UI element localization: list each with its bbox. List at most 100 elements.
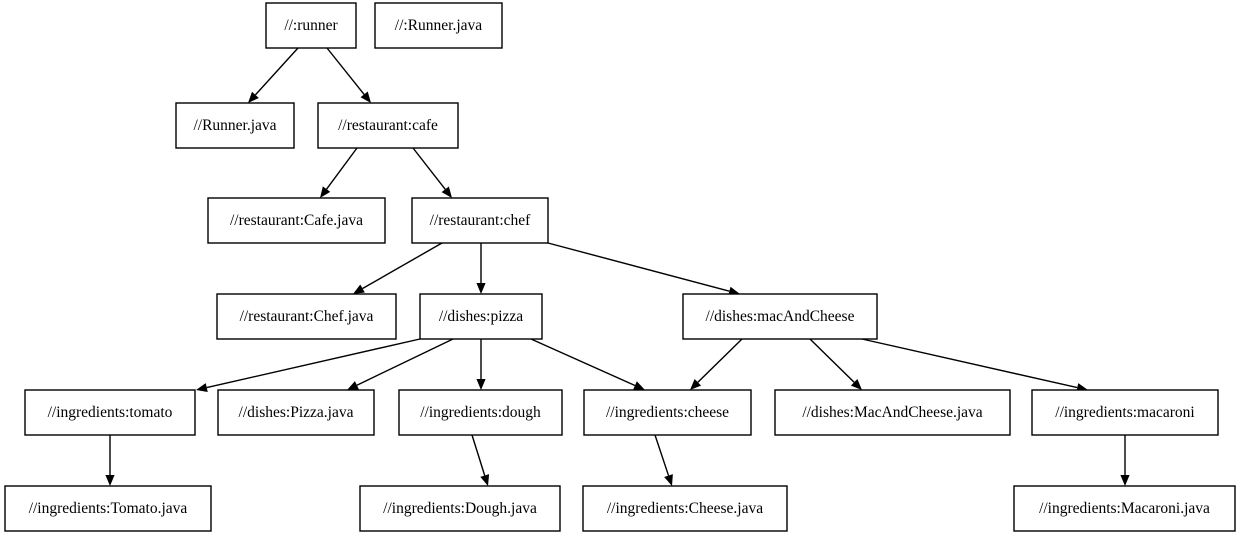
node-box[interactable] xyxy=(774,389,1011,436)
edge-arrowhead xyxy=(196,383,208,393)
node-box[interactable] xyxy=(265,2,357,49)
edge-line xyxy=(547,242,730,292)
edge-line xyxy=(254,47,299,96)
edge-line xyxy=(861,338,1078,389)
graph-node-tomato_java[interactable]: //ingredients:Tomato.java xyxy=(4,485,212,532)
graph-edge xyxy=(353,242,443,294)
node-box[interactable] xyxy=(374,2,503,49)
node-label: //ingredients:Tomato.java xyxy=(29,500,188,517)
edge-arrowhead xyxy=(105,475,115,486)
edge-arrowhead xyxy=(441,186,452,198)
graph-node-cafe_java[interactable]: //restaurant:Cafe.java xyxy=(207,197,386,244)
edge-line xyxy=(809,338,855,383)
edge-arrowhead xyxy=(476,283,486,294)
graph-node-macaroni_java[interactable]: //ingredients:Macaroni.java xyxy=(1013,485,1236,532)
graph-node-dishes_mac[interactable]: //dishes:macAndCheese xyxy=(682,293,878,340)
graph-edge xyxy=(326,47,371,103)
graph-node-ing_macaroni[interactable]: //ingredients:macaroni xyxy=(1031,389,1219,436)
node-label: //restaurant:Chef.java xyxy=(240,308,374,325)
graph-node-restaurant_cafe[interactable]: //restaurant:cafe xyxy=(317,102,459,149)
node-box[interactable] xyxy=(217,389,375,436)
node-label: //ingredients:dough xyxy=(420,404,541,421)
node-label: //dishes:macAndCheese xyxy=(706,308,855,325)
graph-node-ing_cheese[interactable]: //ingredients:cheese xyxy=(583,389,752,436)
node-label: //:Runner.java xyxy=(395,17,483,34)
graph-edge xyxy=(690,338,743,390)
graph-edge xyxy=(476,339,486,390)
graph-edge xyxy=(547,242,740,296)
node-label: //ingredients:Dough.java xyxy=(383,500,537,517)
graph-node-chef_java[interactable]: //restaurant:Chef.java xyxy=(216,293,397,340)
edge-arrowhead xyxy=(664,474,673,486)
node-box[interactable] xyxy=(216,293,397,340)
node-label: //ingredients:tomato xyxy=(48,404,173,421)
edge-arrowhead xyxy=(480,474,490,486)
node-label: //dishes:MacAndCheese.java xyxy=(802,404,982,421)
node-label: //restaurant:Cafe.java xyxy=(230,212,363,229)
edge-line xyxy=(654,434,670,476)
node-box[interactable] xyxy=(582,485,788,532)
graph-node-dishes_pizza[interactable]: //dishes:pizza xyxy=(419,293,543,340)
edge-line xyxy=(356,338,454,386)
graph-node-runner[interactable]: //:runner xyxy=(265,2,357,49)
nodes-layer: //:runner //:Runner.java //Runner.java //re… xyxy=(4,2,1236,532)
graph-node-mac_java[interactable]: //dishes:MacAndCheese.java xyxy=(774,389,1011,436)
graph-edge xyxy=(654,434,673,486)
edge-line xyxy=(206,338,421,389)
graph-edge xyxy=(476,243,486,294)
node-box[interactable] xyxy=(419,293,543,340)
graph-node-pizza_java[interactable]: //dishes:Pizza.java xyxy=(217,389,375,436)
node-label: //ingredients:Macaroni.java xyxy=(1039,500,1210,517)
edge-arrowhead xyxy=(360,91,371,103)
edge-arrowhead xyxy=(1120,475,1130,486)
node-label: //ingredients:cheese xyxy=(606,404,729,421)
graph-node-ing_tomato[interactable]: //ingredients:tomato xyxy=(24,389,196,436)
graph-edge xyxy=(809,338,862,390)
edge-line xyxy=(362,242,443,290)
graph-node-dough_java[interactable]: //ingredients:Dough.java xyxy=(359,485,561,532)
graph-node-runner_java_root[interactable]: //:Runner.java xyxy=(374,2,503,49)
node-label: //:runner xyxy=(284,17,338,34)
edge-line xyxy=(412,147,446,190)
graph-edge xyxy=(530,338,645,390)
node-box[interactable] xyxy=(411,197,549,244)
node-box[interactable] xyxy=(398,389,563,436)
edge-line xyxy=(471,434,486,476)
edge-line xyxy=(530,338,636,387)
node-label: //ingredients:macaroni xyxy=(1055,404,1195,421)
graph-edge xyxy=(1120,435,1130,486)
graph-edge xyxy=(105,435,115,486)
edge-arrowhead xyxy=(633,381,645,390)
edge-line xyxy=(325,147,358,190)
node-label: //ingredients:Cheese.java xyxy=(607,500,763,517)
edge-line xyxy=(697,338,743,383)
node-box[interactable] xyxy=(24,389,196,436)
node-label: //restaurant:chef xyxy=(430,212,532,229)
graph-edge xyxy=(471,434,490,486)
graph-edge xyxy=(412,147,452,198)
edge-arrowhead xyxy=(248,91,259,103)
node-box[interactable] xyxy=(359,485,561,532)
edge-line xyxy=(326,47,365,95)
graph-edge xyxy=(320,147,358,198)
node-box[interactable] xyxy=(4,485,212,532)
node-box[interactable] xyxy=(1013,485,1236,532)
node-box[interactable] xyxy=(583,389,752,436)
edge-arrowhead xyxy=(353,284,365,294)
edge-arrowhead xyxy=(850,379,862,390)
node-label: //dishes:Pizza.java xyxy=(239,404,354,421)
graph-node-restaurant_chef[interactable]: //restaurant:chef xyxy=(411,197,549,244)
graph-node-cheese_java[interactable]: //ingredients:Cheese.java xyxy=(582,485,788,532)
node-label: //restaurant:cafe xyxy=(338,117,438,134)
graph-node-runner_java[interactable]: //Runner.java xyxy=(175,102,295,149)
graph-edge xyxy=(248,47,299,103)
node-label: //Runner.java xyxy=(193,117,276,134)
node-box[interactable] xyxy=(207,197,386,244)
node-box[interactable] xyxy=(682,293,878,340)
node-box[interactable] xyxy=(1031,389,1219,436)
edge-arrowhead xyxy=(320,186,331,198)
graph-node-ing_dough[interactable]: //ingredients:dough xyxy=(398,389,563,436)
node-box[interactable] xyxy=(175,102,295,149)
node-box[interactable] xyxy=(317,102,459,149)
